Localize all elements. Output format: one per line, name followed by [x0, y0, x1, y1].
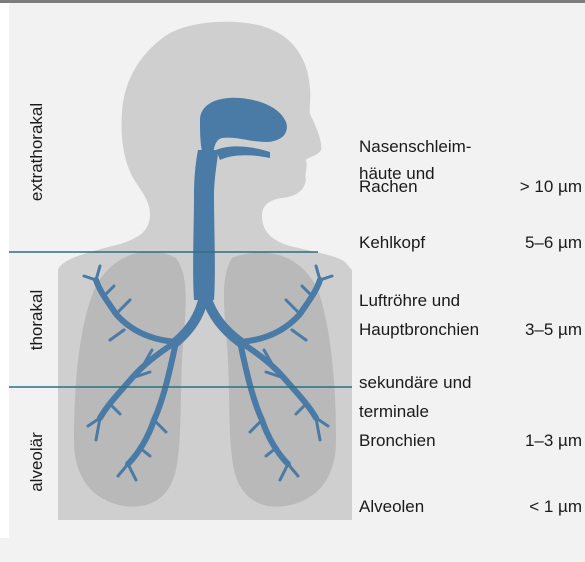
region-label-bronchi-line2: terminale	[359, 398, 429, 425]
region-label-trachea-line2: Hauptbronchien	[359, 316, 479, 343]
region-size-larynx: 5–6 µm	[525, 229, 582, 256]
region-label-bronchi-line1: sekundäre und	[359, 369, 471, 396]
zone-label-alveolar: alveolär	[27, 362, 47, 562]
region-size-nasal: > 10 µm	[520, 173, 582, 200]
region-label-alveoli: Alveolen	[359, 493, 424, 520]
region-size-trachea: 3–5 µm	[525, 316, 582, 343]
region-size-bronchi: 1–3 µm	[525, 427, 582, 454]
region-size-alveoli: < 1 µm	[529, 493, 582, 520]
region-label-nasal-line1: Nasenschleim-	[359, 133, 471, 160]
figure-frame: extrathorakal thorakal alveolär Nasensch…	[0, 0, 585, 538]
trachea	[193, 150, 218, 300]
region-label-larynx: Kehlkopf	[359, 229, 425, 256]
region-label-nasal-line3: Rachen	[359, 173, 418, 200]
respiratory-diagram	[0, 0, 585, 538]
region-label-trachea-line1: Luftröhre und	[359, 287, 460, 314]
region-label-bronchi-line3: Bronchien	[359, 427, 436, 454]
